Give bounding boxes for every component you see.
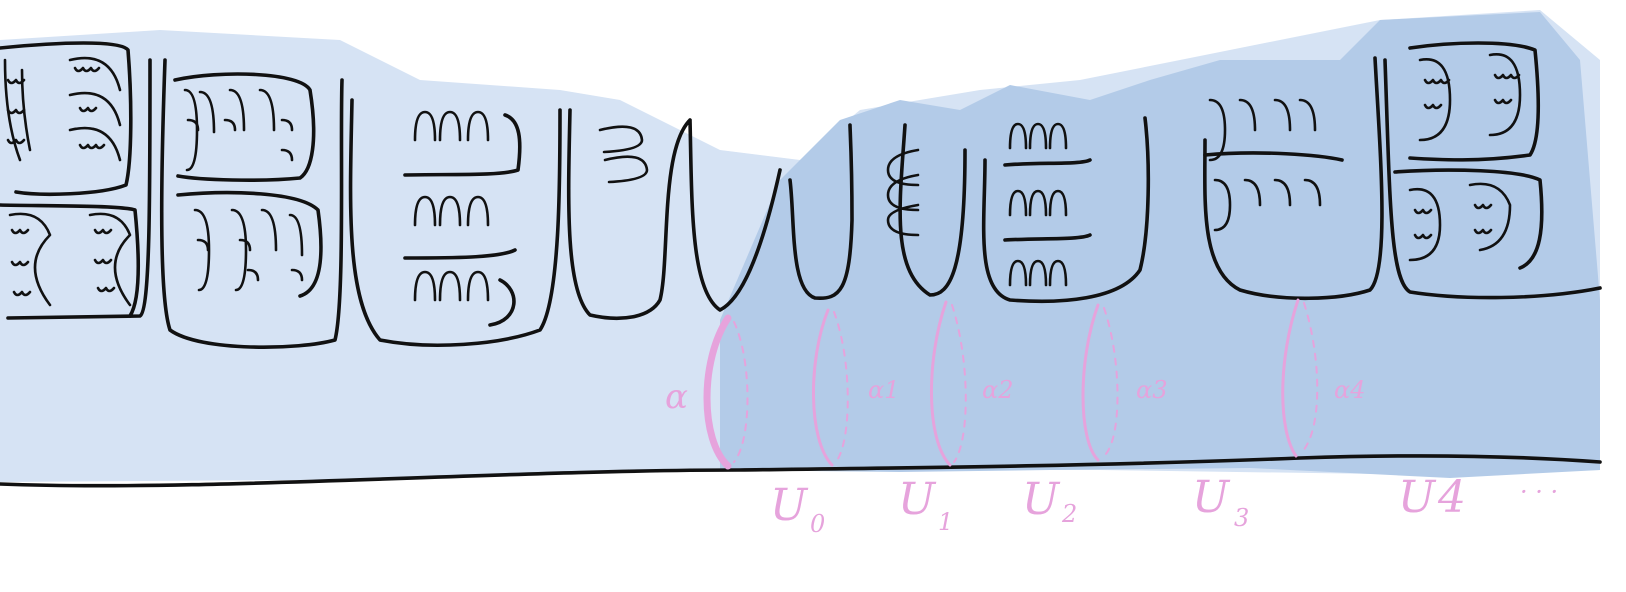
label-alpha: α — [665, 377, 688, 417]
svg-text:U: U — [770, 480, 809, 531]
curve-alpha — [703, 314, 749, 470]
curve-alpha-4 — [1281, 298, 1319, 458]
handle-block-4 — [598, 125, 649, 184]
surface-bottom-boundary — [0, 454, 1602, 488]
svg-text:U: U — [1022, 474, 1061, 525]
svg-text:U: U — [1398, 472, 1437, 523]
handle-block-5 — [886, 148, 920, 237]
svg-text:1: 1 — [938, 508, 953, 536]
label-u3: U 3 — [1192, 472, 1249, 532]
svg-text:U: U — [898, 474, 937, 525]
handle-block-1 — [0, 41, 141, 318]
svg-text:3: 3 — [1234, 504, 1249, 532]
label-alpha-2: α2 — [982, 376, 1013, 404]
label-u2: U 2 — [1022, 474, 1077, 528]
label-alpha-4: α4 — [1334, 376, 1365, 404]
curve-alpha-2 — [930, 300, 967, 467]
handle-block-2 — [173, 72, 323, 298]
label-u4: U 4 — [1398, 472, 1466, 523]
handle-block-6 — [1003, 122, 1092, 287]
svg-text:U: U — [1192, 472, 1231, 523]
label-alpha-1: α1 — [868, 376, 899, 404]
handle-block-7 — [1203, 98, 1344, 232]
label-u0: U 0 — [770, 480, 825, 538]
svg-text:0: 0 — [810, 510, 825, 538]
svg-text:4: 4 — [1437, 472, 1466, 523]
label-alpha-3: α3 — [1136, 376, 1167, 404]
handle-block-3 — [403, 110, 522, 327]
svg-text:2: 2 — [1061, 500, 1077, 528]
handle-block-8 — [1393, 41, 1544, 270]
curve-alpha-1 — [811, 308, 849, 467]
label-u1: U 1 — [898, 474, 953, 536]
surface-top-profile — [6, 56, 1602, 349]
curve-alpha-3 — [1081, 303, 1119, 462]
label-ellipsis: · · · — [1520, 478, 1558, 506]
